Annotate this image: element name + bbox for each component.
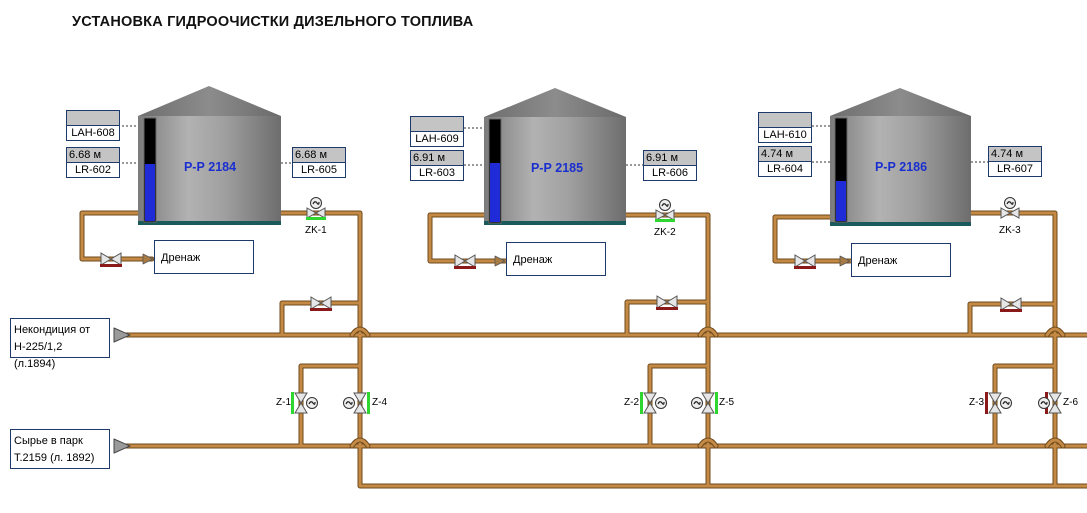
drain-valve-3[interactable] bbox=[794, 254, 816, 269]
valve-z-3-label: Z-3 bbox=[969, 397, 984, 408]
valve-zk-3-label: ZK-3 bbox=[999, 225, 1021, 236]
lr-602-value: 6.68 м bbox=[67, 148, 119, 163]
lah-608-value bbox=[67, 111, 119, 126]
tank-name-3: Р-Р 2186 bbox=[874, 160, 928, 174]
lr-606-tag: LR-606 bbox=[651, 167, 689, 179]
level-fill-3 bbox=[836, 181, 846, 221]
lah-610-box[interactable]: LAH-610 bbox=[758, 112, 812, 143]
drain-box-2[interactable]: Дренаж bbox=[506, 242, 606, 276]
valve-z-2-label: Z-2 bbox=[624, 397, 639, 408]
tank-name-1: Р-Р 2184 bbox=[183, 160, 237, 174]
valve-zk-2-label: ZK-2 bbox=[654, 227, 676, 238]
lr-606-value: 6.91 м bbox=[644, 151, 696, 166]
drain-valve-1[interactable] bbox=[100, 252, 122, 267]
feed-source-box[interactable]: Сырье в парк Т.2159 (л. 1892) bbox=[10, 429, 110, 469]
valve-z-6[interactable] bbox=[1037, 392, 1062, 414]
lr-602-box[interactable]: 6.68 м LR-602 bbox=[66, 147, 120, 178]
tank-1[interactable] bbox=[122, 86, 292, 225]
nonspec-valve-3[interactable] bbox=[1000, 297, 1022, 312]
lr-603-value: 6.91 м bbox=[411, 151, 463, 166]
drain-box-1[interactable]: Дренаж bbox=[154, 240, 254, 274]
lr-602-tag: LR-602 bbox=[74, 164, 112, 176]
tank-3[interactable] bbox=[812, 88, 988, 226]
lr-607-box[interactable]: 4.74 м LR-607 bbox=[988, 146, 1042, 177]
page-title: УСТАНОВКА ГИДРООЧИСТКИ ДИЗЕЛЬНОГО ТОПЛИВ… bbox=[72, 14, 474, 30]
lr-604-box[interactable]: 4.74 м LR-604 bbox=[758, 146, 812, 177]
nonspec-valve-1[interactable] bbox=[310, 296, 332, 311]
drain-valve-2[interactable] bbox=[454, 254, 476, 269]
valve-z-1-label: Z-1 bbox=[276, 397, 291, 408]
lah-610-value bbox=[759, 113, 811, 128]
level-fill-2 bbox=[490, 163, 500, 222]
lr-607-value: 4.74 м bbox=[989, 147, 1041, 162]
valve-z-4[interactable] bbox=[342, 392, 371, 414]
nonspec-source-box[interactable]: Некондиция от Н-225/1,2 (л.1894) bbox=[10, 318, 110, 370]
tank-2[interactable] bbox=[464, 88, 643, 225]
valve-z-2[interactable] bbox=[640, 392, 668, 414]
level-fill-1 bbox=[145, 164, 155, 221]
lr-606-box[interactable]: 6.91 м LR-606 bbox=[643, 150, 697, 181]
tank-name-2: Р-Р 2185 bbox=[530, 161, 584, 175]
lr-603-box[interactable]: 6.91 м LR-603 bbox=[410, 150, 464, 181]
lah-608-tag: LAH-608 bbox=[71, 127, 115, 139]
valve-z-3[interactable] bbox=[985, 392, 1013, 414]
valve-zk-2[interactable] bbox=[655, 198, 675, 223]
drain-box-3[interactable]: Дренаж bbox=[851, 243, 951, 277]
valve-z-5[interactable] bbox=[690, 392, 719, 414]
lah-609-box[interactable]: LAH-609 bbox=[410, 116, 464, 147]
valve-zk-1-label: ZK-1 bbox=[305, 225, 327, 236]
lah-609-value bbox=[411, 117, 463, 132]
valve-z-6-label: Z-6 bbox=[1063, 397, 1078, 408]
lr-604-tag: LR-604 bbox=[766, 163, 804, 175]
lah-608-box[interactable]: LAH-608 bbox=[66, 110, 120, 141]
valve-z-1[interactable] bbox=[291, 392, 319, 414]
nonspec-valve-2[interactable] bbox=[656, 295, 678, 310]
lah-610-tag: LAH-610 bbox=[763, 129, 807, 141]
lr-605-value: 6.68 м bbox=[293, 148, 345, 163]
lr-607-tag: LR-607 bbox=[996, 163, 1034, 175]
lr-604-value: 4.74 м bbox=[759, 147, 811, 162]
lr-603-tag: LR-603 bbox=[418, 167, 456, 179]
valve-zk-3[interactable] bbox=[1000, 196, 1020, 219]
lr-605-box[interactable]: 6.68 м LR-605 bbox=[292, 147, 346, 178]
valve-z-4-label: Z-4 bbox=[372, 397, 387, 408]
lah-609-tag: LAH-609 bbox=[415, 133, 459, 145]
valve-zk-1[interactable] bbox=[306, 196, 326, 221]
valve-z-5-label: Z-5 bbox=[719, 397, 734, 408]
lr-605-tag: LR-605 bbox=[300, 164, 338, 176]
